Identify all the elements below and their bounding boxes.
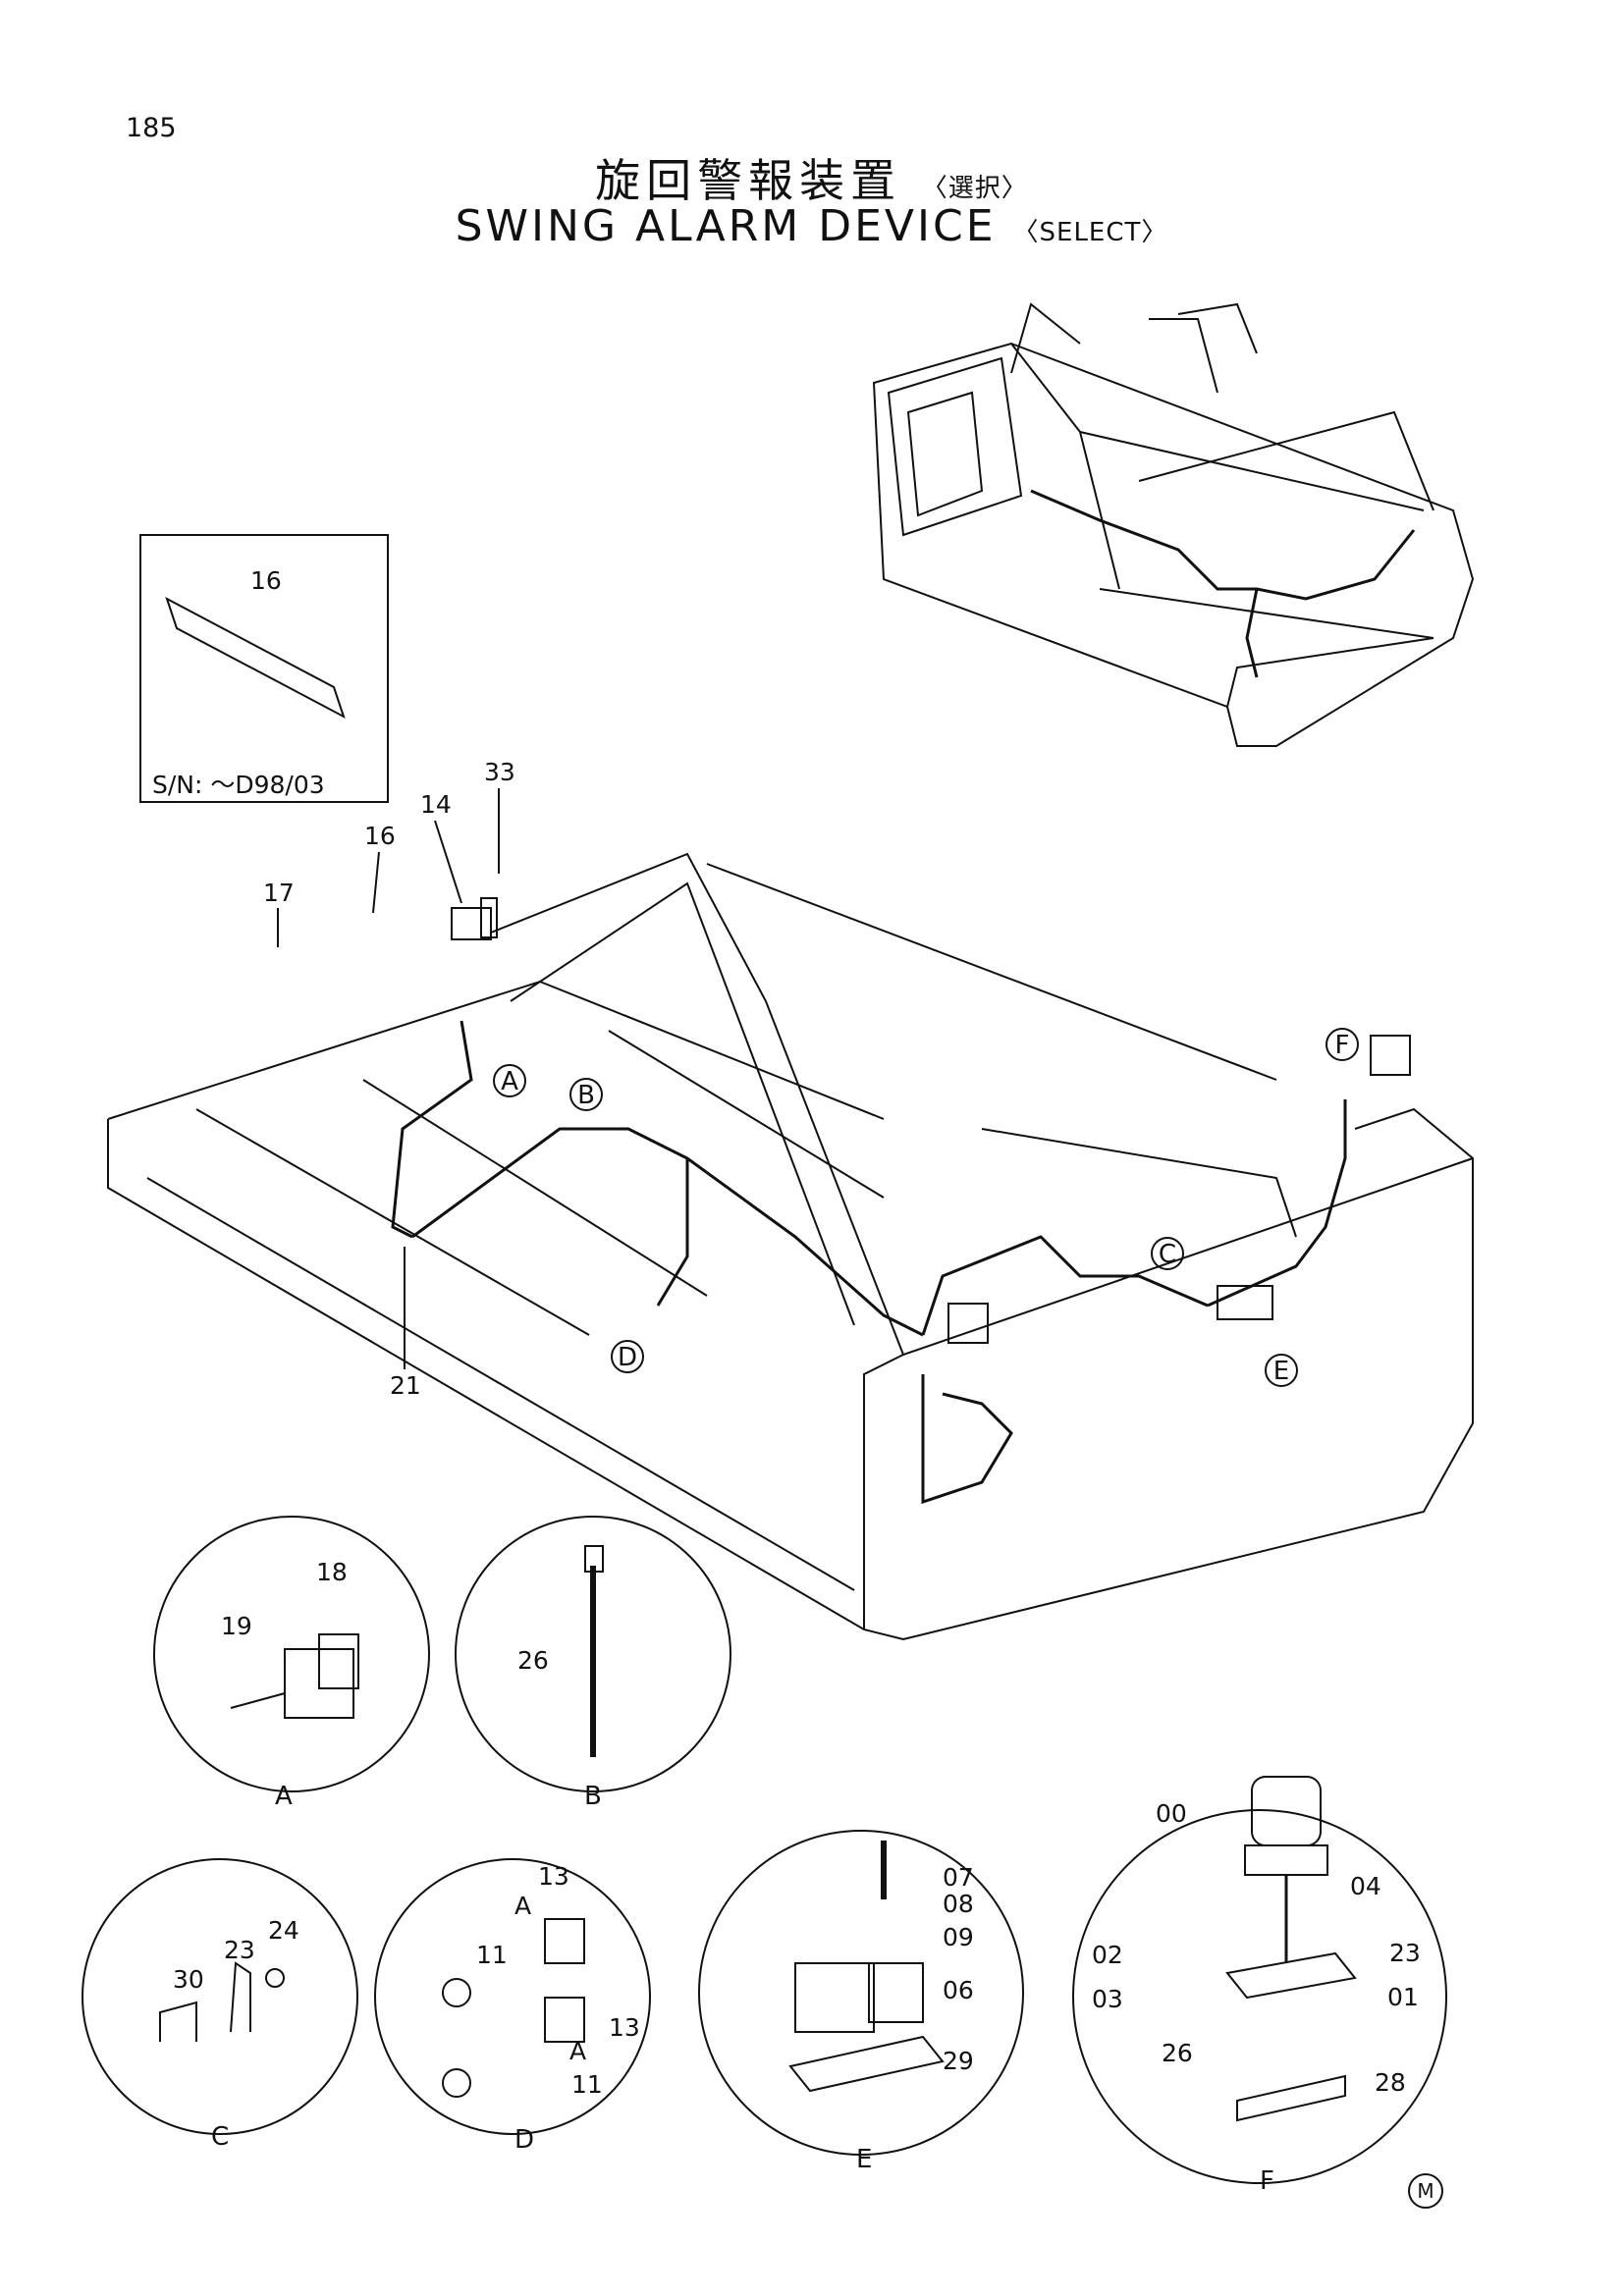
detail-b: 26 B [517, 1545, 604, 1811]
title-en-main: SWING ALARM DEVICE [455, 201, 997, 251]
detail-b-callout-26: 26 [517, 1646, 549, 1675]
detail-d: 13 11 13 11 A A D [442, 1862, 640, 2155]
detail-c-label: C [211, 2122, 229, 2152]
detail-d-label: D [514, 2125, 534, 2155]
detail-a-callout-19: 19 [221, 1612, 252, 1640]
title-english: SWING ALARM DEVICE 〈SELECT〉 [0, 201, 1623, 251]
detail-c: 30 23 24 C [159, 1916, 299, 2152]
detail-f-callout-28: 28 [1375, 2068, 1406, 2097]
inset-box: 16 S/N: ～D98/03 [139, 534, 389, 803]
detail-e-callout-09: 09 [943, 1923, 974, 1951]
view-letter-d: D [618, 1343, 637, 1372]
inset-callout: 16 [250, 566, 282, 595]
detail-e-callout-07: 07 [943, 1863, 974, 1892]
view-letter-e: E [1273, 1357, 1289, 1386]
machine-harness [1030, 489, 1416, 678]
main-callouts: 33 14 16 17 21 [263, 758, 515, 1400]
detail-d-callout-13b: 13 [609, 2013, 640, 2042]
callout-33: 33 [484, 758, 515, 786]
detail-f-callout-23: 23 [1389, 1939, 1421, 1967]
rotary-lamps [451, 897, 1411, 1344]
detail-e: 07 08 09 06 29 E [788, 1841, 974, 2174]
detail-f-callout-02: 02 [1092, 1941, 1123, 1969]
detail-d-sub-a2: A [569, 2037, 586, 2065]
view-markers: A B C D E F [493, 1028, 1359, 1387]
page-number: 185 [126, 113, 177, 143]
main-frame [107, 852, 1474, 1641]
detail-f-callout-03: 03 [1092, 1985, 1123, 2013]
detail-f-callout-00: 00 [1156, 1799, 1187, 1828]
detail-e-callout-29: 29 [943, 2047, 974, 2075]
detail-a-callout-18: 18 [316, 1558, 348, 1586]
callout-21: 21 [390, 1371, 421, 1400]
detail-d-sub-a: A [514, 1892, 531, 1920]
view-letter-f: F [1335, 1031, 1350, 1060]
detail-a: 18 19 A [221, 1558, 359, 1811]
detail-f: 00 04 02 23 03 01 26 28 F [1092, 1776, 1421, 2196]
main-harness [391, 1020, 1347, 1505]
callout-16: 16 [364, 822, 396, 850]
detail-d-callout-11: 11 [476, 1941, 508, 1969]
view-letter-b: B [577, 1081, 595, 1110]
detail-f-callout-04: 04 [1350, 1872, 1381, 1900]
detail-c-callout-23: 23 [224, 1936, 255, 1964]
title-jp-main: 旋回警報装置 [595, 154, 902, 207]
detail-f-label: F [1260, 2166, 1274, 2196]
title-en-sub: 〈SELECT〉 [1012, 218, 1168, 247]
detail-e-callout-06: 06 [943, 1976, 974, 2004]
callout-17: 17 [263, 879, 295, 907]
view-letter-c: C [1159, 1240, 1176, 1269]
detail-a-label: A [275, 1782, 293, 1811]
detail-c-callout-24: 24 [268, 1916, 299, 1945]
detail-d-callout-13: 13 [538, 1862, 569, 1891]
detail-circles [81, 1516, 1447, 2184]
m-mark: M [1408, 2173, 1443, 2209]
inset-serial: S/N: ～D98/03 [152, 771, 325, 799]
detail-e-label: E [856, 2145, 872, 2174]
detail-e-callout-08: 08 [943, 1890, 974, 1918]
detail-d-callout-11b: 11 [571, 2070, 603, 2099]
machine-overview [872, 302, 1475, 747]
detail-c-callout-30: 30 [173, 1965, 204, 1994]
title-japanese: 旋回警報装置 〈選択〉 [0, 145, 1623, 210]
callout-14: 14 [420, 790, 452, 819]
view-letter-a: A [501, 1067, 518, 1096]
detail-f-callout-26: 26 [1162, 2039, 1193, 2067]
detail-b-label: B [584, 1782, 602, 1811]
detail-f-callout-01: 01 [1387, 1983, 1419, 2011]
title-jp-sub: 〈選択〉 [921, 174, 1028, 203]
